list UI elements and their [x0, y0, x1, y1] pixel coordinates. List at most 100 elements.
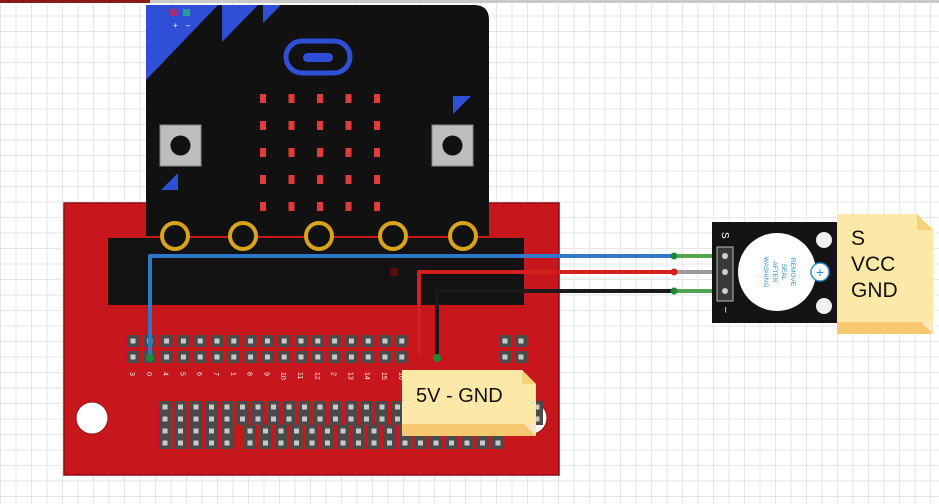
bottom-pin-hole — [364, 416, 369, 422]
wire-end-gnd — [433, 354, 441, 362]
note-paper — [402, 370, 536, 436]
logo-plus-mark: + — [173, 21, 178, 30]
bottom-pin-hole — [162, 416, 168, 422]
header-pin-hole — [130, 354, 136, 360]
bottom-pin-hole — [286, 416, 292, 422]
wire-end-vcc — [415, 354, 423, 362]
power-pin-hole — [518, 354, 524, 360]
header-pin-hole — [197, 354, 203, 360]
buzzer-hole-top — [816, 232, 832, 248]
led-pixel — [345, 175, 352, 184]
bottom-pin-hole — [309, 428, 315, 434]
microbit-board: + – — [146, 5, 489, 251]
header-pin-hole — [197, 338, 203, 344]
bottom-pin-hole — [178, 440, 183, 446]
led-pixel — [260, 121, 266, 130]
bottom-pin-hole — [418, 440, 423, 446]
led-pixel — [374, 94, 380, 103]
led-pixel — [317, 94, 323, 103]
bottom-pin-hole — [364, 404, 369, 410]
header-pin-hole — [332, 354, 338, 360]
wire-vcc-red — [417, 270, 674, 358]
header-pin-hole — [164, 354, 170, 360]
corner-triangle-small — [263, 5, 281, 23]
edge-pads — [160, 221, 478, 251]
seal-text-line-3: AFTER — [771, 261, 778, 283]
header-pin-hole — [180, 338, 186, 344]
button-b-marker-icon — [453, 96, 471, 114]
bottom-pin-hole — [395, 404, 400, 410]
pin-label-vcc: VCC — [851, 253, 896, 276]
pin-header-right — [499, 335, 527, 363]
led-matrix — [260, 94, 380, 211]
led-pixel — [317, 148, 323, 157]
bottom-pin-hole — [278, 428, 284, 434]
header-pin-hole — [281, 338, 287, 344]
header-pin-hole — [348, 354, 354, 360]
bottom-pin-hole — [340, 428, 346, 434]
buzzer-sealed-top — [738, 233, 816, 311]
bottom-pin-hole — [178, 416, 183, 422]
power-note[interactable]: 5V - GND — [402, 370, 536, 436]
microbit-logo-inner — [303, 53, 333, 62]
bottom-pin-hole — [379, 404, 385, 410]
buzzer-hole-bottom — [816, 298, 832, 314]
pin-label: 7 — [212, 372, 219, 376]
bottom-pin-hole — [162, 428, 168, 434]
bottom-pin-hole — [263, 428, 268, 434]
top-edge-accent — [0, 0, 150, 3]
pin-label-gnd: GND — [851, 279, 898, 302]
led-pixel — [260, 175, 266, 184]
bottom-pin-hole — [333, 404, 338, 410]
bottom-pin-hole — [278, 440, 284, 446]
pin-label: 16 — [397, 372, 404, 380]
pin-label: 4 — [162, 372, 169, 376]
bottom-pin-hole — [480, 440, 485, 446]
led-pixel — [345, 121, 352, 130]
bottom-pin-hole — [271, 404, 276, 410]
bottom-pin-hole — [162, 440, 168, 446]
pin-label: 10 — [279, 372, 286, 380]
bottom-pin-hole — [309, 440, 315, 446]
pin-label: 15 — [380, 372, 387, 380]
bottom-pin-hole — [395, 416, 400, 422]
edge-pad — [448, 221, 478, 251]
buzzer-pin-vcc — [722, 269, 728, 275]
bottom-pin-hole — [449, 440, 454, 446]
header-pin-hole — [315, 338, 321, 344]
buzzer-pin-mark-minus: – — [720, 307, 731, 313]
bottom-pin-hole — [271, 416, 276, 422]
header-pin-hole — [180, 354, 186, 360]
button-a-cap[interactable] — [170, 135, 191, 156]
led-pixel — [260, 148, 266, 157]
pin-label: 1 — [229, 372, 236, 376]
board-led — [390, 268, 398, 276]
bottom-pin-hole — [387, 428, 392, 434]
corner-triangle-left — [146, 5, 218, 80]
bottom-pin-hole — [302, 404, 307, 410]
button-b-cap[interactable] — [442, 135, 463, 156]
corner-triangle-mid — [222, 5, 258, 42]
led-pixel — [288, 202, 295, 211]
pin-label: 11 — [296, 372, 303, 379]
led-pixel — [317, 175, 323, 184]
led-pixel — [288, 121, 295, 130]
header-pin-hole — [348, 338, 354, 344]
pin-label: 5 — [178, 372, 185, 376]
bottom-pin-hole — [348, 404, 354, 410]
microbit-logo — [283, 38, 353, 76]
wire-joint-vcc — [670, 268, 678, 276]
bottom-pin-hole — [162, 404, 168, 410]
header-pin-hole — [298, 338, 304, 344]
led-pixel — [374, 175, 380, 184]
header-pin-hole — [248, 354, 254, 360]
pin-labels-note[interactable]: S VCC GND — [837, 214, 933, 334]
header-pin-hole — [264, 354, 270, 360]
bottom-pin-hole — [325, 428, 330, 434]
led-pixel — [317, 121, 323, 130]
header-pin-hole — [332, 338, 338, 344]
bottom-pin-hole — [402, 440, 408, 446]
bottom-pin-hole — [178, 404, 183, 410]
bottom-pin-hole — [193, 428, 199, 434]
